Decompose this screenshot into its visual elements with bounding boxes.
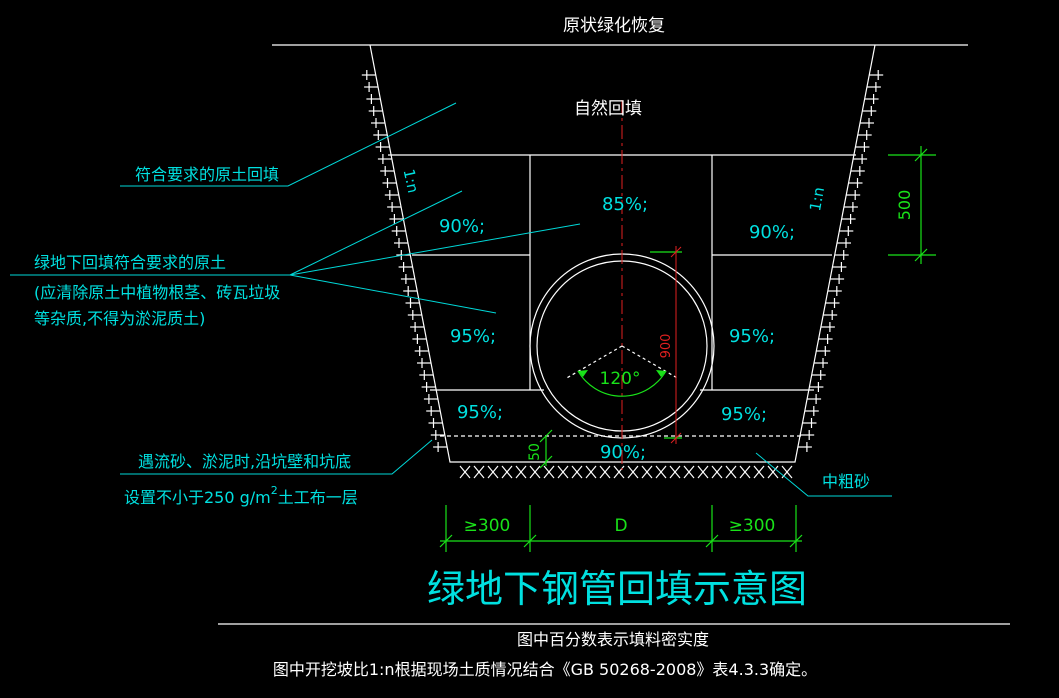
label-angle: 120° — [600, 369, 641, 389]
quicksand-line-2: 设置不小于250 g/m2土工布一层 — [124, 484, 358, 507]
label-natural-backfill: 自然回填 — [574, 99, 642, 119]
quicksand-line-2-text: 设置不小于250 g/m — [124, 488, 271, 507]
support-angle-marker — [564, 345, 680, 397]
label-dim-50: 50 — [527, 443, 543, 461]
note-line-3: 等杂质,不得为淤泥质土) — [34, 309, 205, 328]
quicksand-line-1: 遇流砂、淤泥时,沿坑壁和坑底 — [138, 452, 351, 471]
hatch-mark — [655, 465, 667, 479]
label-original-soil-fill: 符合要求的原土回填 — [135, 165, 279, 184]
note-line-1: 绿地下回填符合要求的原土 — [34, 253, 226, 272]
label-medium-sand: 中粗砂 — [822, 472, 870, 491]
pct-90-right: 90%; — [749, 222, 795, 243]
label-dim-right: ≥300 — [729, 516, 776, 536]
drawing-title: 绿地下钢管回填示意图 — [427, 567, 807, 611]
hatch-mark — [529, 465, 541, 479]
hatch-mark — [697, 465, 709, 479]
hatch-mark — [487, 465, 499, 479]
dimension-bottom — [439, 505, 803, 552]
hatch-mark — [543, 465, 555, 479]
note-line-2: (应清除原土中植物根茎、砖瓦垃圾 — [34, 283, 280, 302]
label-dim-d: D — [614, 516, 627, 536]
pct-95-right: 95%; — [729, 326, 775, 347]
hatch-mark — [711, 465, 723, 479]
hatch-mark — [683, 465, 695, 479]
label-slope-right: 1:n — [806, 186, 828, 213]
hatch-mark — [501, 465, 513, 479]
label-dim-900: 900 — [659, 334, 674, 359]
hatch-mark — [557, 465, 569, 479]
hatch-mark — [669, 465, 681, 479]
hatch-mark — [627, 465, 639, 479]
trench-left-hatch — [361, 70, 448, 452]
dimension-900 — [650, 246, 682, 444]
hatch-mark — [473, 465, 485, 479]
pct-95-bottom-left: 95%; — [457, 402, 503, 423]
dimension-500 — [888, 146, 936, 264]
hatch-mark — [753, 465, 765, 479]
quicksand-line-2-tail: 土工布一层 — [278, 488, 358, 507]
dimension-50 — [539, 429, 553, 469]
hatch-mark — [459, 465, 471, 479]
hatch-mark — [585, 465, 597, 479]
pct-90-bottom: 90%; — [600, 442, 646, 463]
trench-right-hatch — [797, 70, 884, 452]
hatch-mark — [739, 465, 751, 479]
hatch-mark — [599, 465, 611, 479]
pct-95-bottom-right: 95%; — [721, 404, 767, 425]
label-dim-500: 500 — [895, 190, 914, 221]
footnote-1: 图中百分数表示填料密实度 — [517, 630, 709, 649]
label-top-restore: 原状绿化恢复 — [563, 16, 665, 36]
trench-bottom-hatch — [459, 465, 793, 479]
leader-lines — [10, 102, 892, 497]
pct-90-left: 90%; — [439, 216, 485, 237]
footnote-2: 图中开挖坡比1:n根据现场土质情况结合《GB 50268-2008》表4.3.3… — [273, 660, 817, 679]
pct-95-left: 95%; — [450, 326, 496, 347]
hatch-mark — [641, 465, 653, 479]
quicksand-superscript: 2 — [271, 484, 278, 497]
hatch-mark — [767, 465, 779, 479]
label-slope-left: 1:n — [400, 167, 423, 194]
hatch-mark — [725, 465, 737, 479]
hatch-mark — [571, 465, 583, 479]
label-dim-left: ≥300 — [464, 516, 511, 536]
hatch-mark — [515, 465, 527, 479]
pct-85: 85%; — [602, 194, 648, 215]
